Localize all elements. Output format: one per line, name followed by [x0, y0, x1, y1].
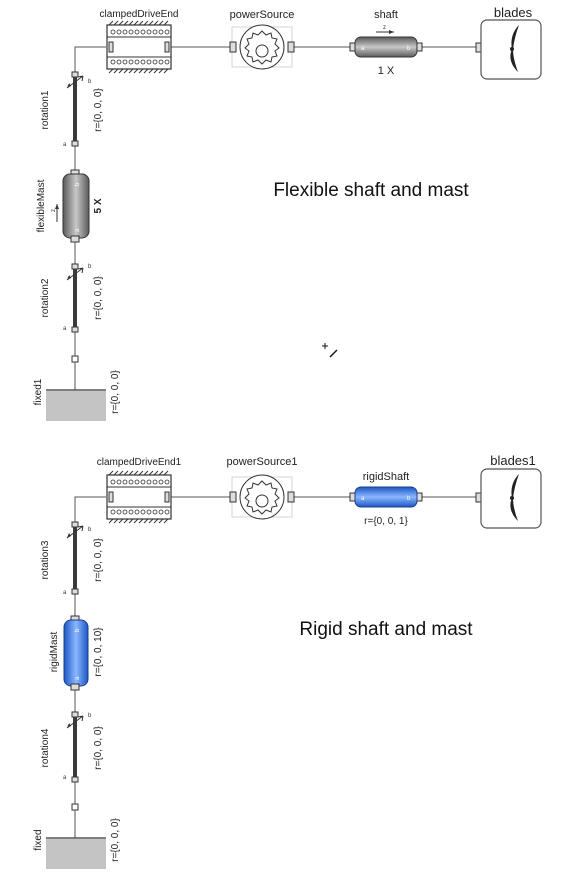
- blades-label: blades: [494, 5, 533, 20]
- hatch-top-icon: [108, 20, 169, 26]
- blade-icon-2: [510, 474, 519, 521]
- rotation3[interactable]: rotation3 r={0, 0, 0} b a: [40, 521, 104, 596]
- rotation2[interactable]: rotation2 r={0, 0, 0} b a: [40, 263, 104, 333]
- shaft-port-a: a: [361, 46, 365, 52]
- clamped-drive-end1-label: clampedDriveEnd1: [97, 457, 182, 468]
- hatch-bottom-icon-2: [108, 518, 169, 524]
- fixed1-label: fixed1: [33, 378, 44, 405]
- rotation3-port-b: b: [88, 527, 92, 533]
- rotation2-port-b: b: [88, 264, 92, 270]
- rotation1-label: rotation1: [40, 90, 51, 129]
- rigid-section: clampedDriveEnd1 powerSource1: [33, 453, 542, 869]
- rotation2-port-a: a: [63, 326, 67, 332]
- gear-icon-2: [239, 474, 285, 520]
- fixed-label: fixed: [33, 829, 44, 850]
- rigid-mast-r: r={0, 0, 10}: [93, 627, 104, 677]
- axis-z-label: z: [383, 25, 386, 31]
- rotation1-port-a: a: [63, 142, 67, 148]
- flexible-section: clampedDriveEnd powerSource: [33, 5, 542, 421]
- power-source1-label: powerSource1: [227, 456, 298, 468]
- rotation3-port-a: a: [63, 590, 67, 596]
- fixed[interactable]: fixed r={0, 0, 0}: [33, 803, 121, 869]
- hatch-bottom-icon: [108, 68, 169, 74]
- flexible-mast[interactable]: flexibleMast 5 X z b a: [36, 169, 104, 243]
- shaft-port-b: b: [407, 46, 411, 52]
- rigid-title: Rigid shaft and mast: [299, 619, 473, 640]
- blade-icon: [510, 25, 519, 72]
- rotation4-label: rotation4: [40, 728, 51, 767]
- ground-block: [46, 391, 106, 421]
- power-source-label: powerSource: [230, 9, 295, 21]
- rotation4-r: r={0, 0, 0}: [93, 726, 104, 770]
- gear-icon: [239, 24, 285, 70]
- rigid-shaft-r: r={0, 0, 1}: [364, 516, 408, 527]
- rigid-shaft-port-b: b: [407, 496, 411, 502]
- flexible-mast-param: 5 X: [93, 198, 104, 213]
- rotation1[interactable]: rotation1 r={0, 0, 0} b a: [40, 71, 104, 148]
- rotation1-r: r={0, 0, 0}: [93, 88, 104, 132]
- rigid-mast-port-a: a: [75, 676, 81, 680]
- clamped-drive-end-label: clampedDriveEnd: [100, 9, 179, 20]
- fixed-r: r={0, 0, 0}: [110, 818, 121, 862]
- flexible-title: Flexible shaft and mast: [273, 180, 469, 201]
- bearing-balls-icon: [110, 29, 170, 65]
- rotation1-port-b: b: [88, 79, 92, 85]
- mouse-cursor-icon: [322, 343, 338, 358]
- bearing-balls-icon-2: [110, 479, 170, 515]
- shaft-label: shaft: [374, 9, 398, 21]
- rigid-mast-label: rigidMast: [49, 632, 60, 673]
- rigid-shaft-port-a: a: [361, 496, 365, 502]
- fixed1[interactable]: fixed1 r={0, 0, 0}: [33, 355, 121, 421]
- blades[interactable]: blades: [475, 5, 542, 80]
- rotation2-r: r={0, 0, 0}: [93, 276, 104, 320]
- rotation3-r: r={0, 0, 0}: [93, 538, 104, 582]
- connection-lines: [74, 46, 479, 388]
- connection-lines-rigid: [74, 496, 479, 838]
- clamped-drive-end[interactable]: clampedDriveEnd: [100, 9, 179, 74]
- mast-port-a: a: [75, 228, 81, 232]
- power-source[interactable]: powerSource: [229, 9, 295, 70]
- rotation4-port-b: b: [88, 713, 92, 719]
- power-source1[interactable]: powerSource1: [227, 456, 298, 520]
- rigid-mast[interactable]: rigidMast r={0, 0, 10} b a: [49, 615, 104, 691]
- rigid-mast-port-b: b: [75, 628, 81, 632]
- hatch-top-icon-2: [108, 470, 169, 476]
- rotation3-label: rotation3: [40, 540, 51, 579]
- ground-block-2: [46, 839, 106, 869]
- mast-port-b: b: [75, 182, 81, 186]
- flexible-mast-label: flexibleMast: [36, 179, 47, 232]
- rigid-shaft[interactable]: rigidShaft a b r={0, 0, 1}: [349, 471, 423, 527]
- shaft-param: 1 X: [378, 65, 395, 77]
- rotation4[interactable]: rotation4 r={0, 0, 0} b a: [40, 711, 104, 783]
- rigid-shaft-label: rigidShaft: [363, 471, 409, 483]
- rotation2-label: rotation2: [40, 278, 51, 317]
- blades1[interactable]: blades1: [475, 453, 542, 529]
- mast-axis-z: z: [51, 209, 57, 212]
- shaft[interactable]: shaft z a b 1 X: [349, 9, 423, 77]
- blades1-label: blades1: [490, 453, 536, 468]
- rotation4-port-a: a: [63, 775, 67, 781]
- clamped-drive-end1[interactable]: clampedDriveEnd1: [97, 457, 182, 524]
- fixed1-r: r={0, 0, 0}: [110, 370, 121, 414]
